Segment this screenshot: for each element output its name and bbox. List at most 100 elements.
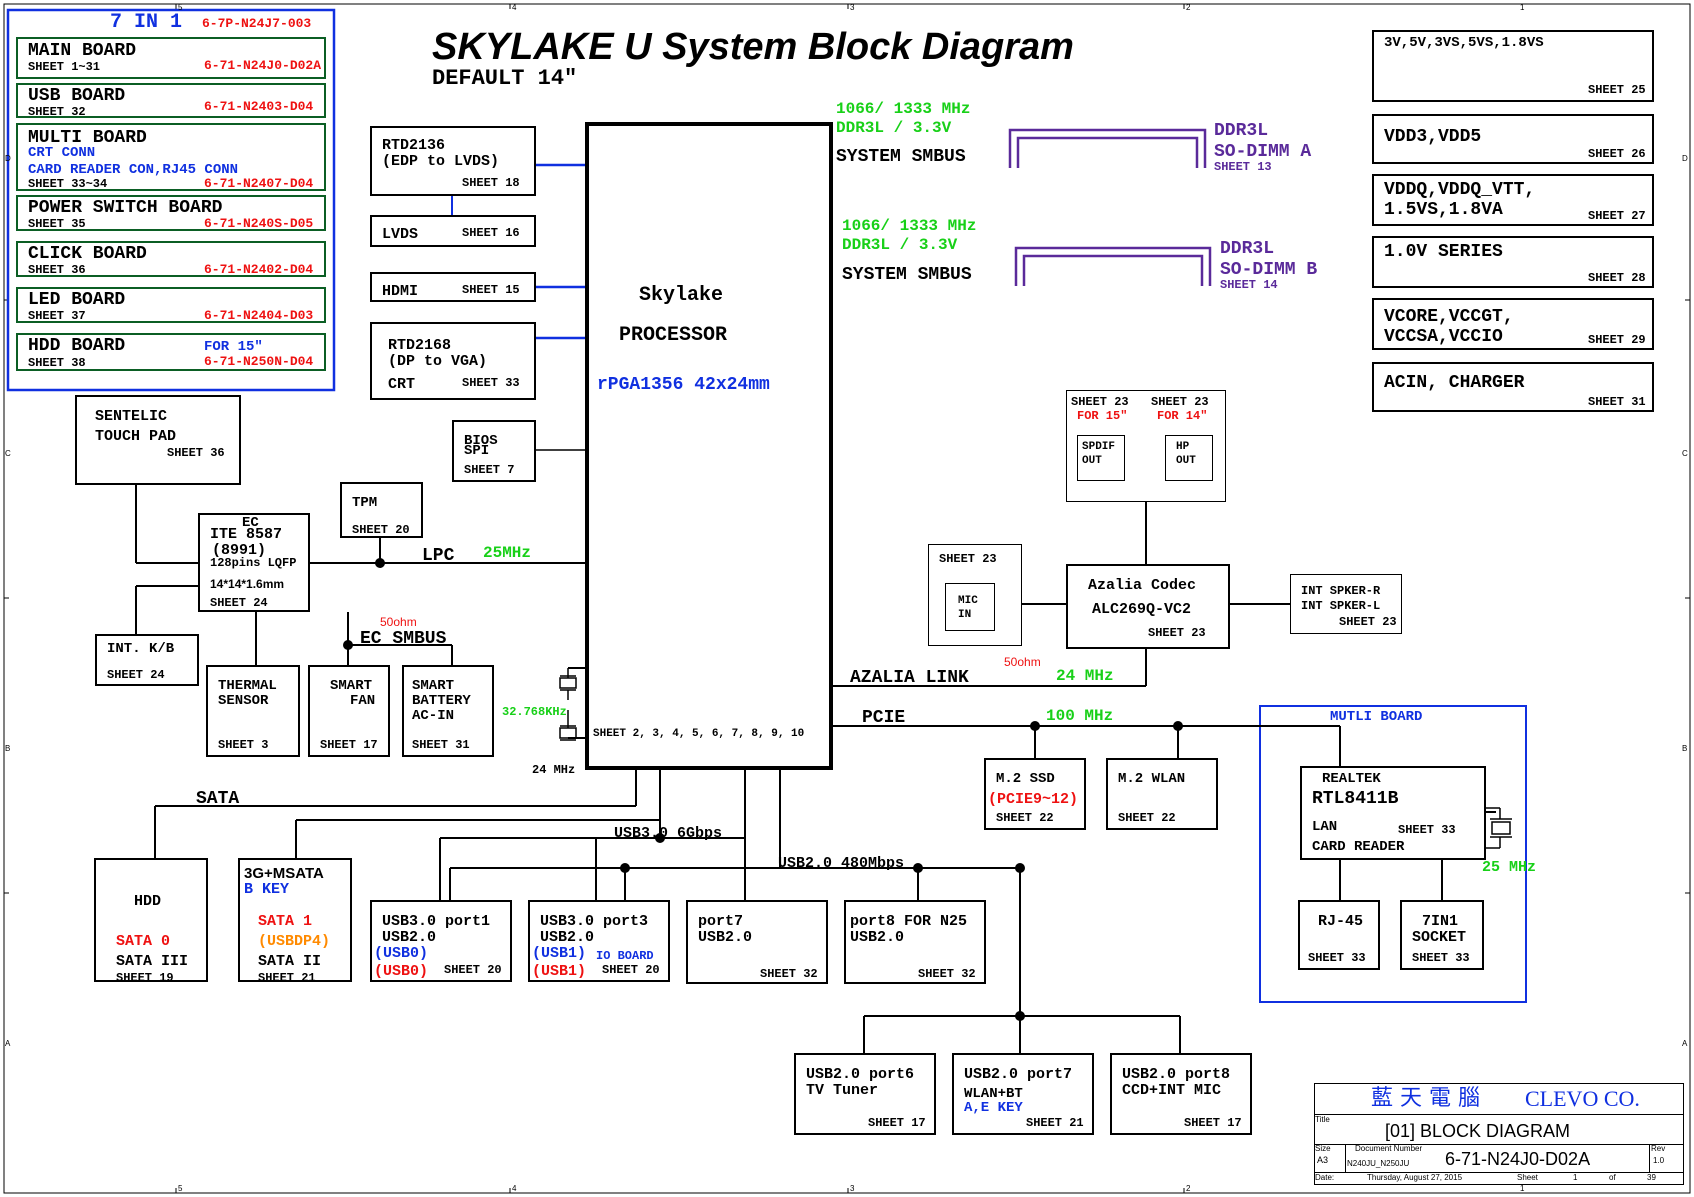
sheet-ref: SHEET 18 [462, 176, 520, 190]
company-name-cn: 藍 天 電 腦 [1371, 1086, 1480, 1111]
bios-block: BIOS SPI SHEET 7 [452, 420, 536, 482]
zone-label: B [1682, 744, 1688, 753]
usb-port6-block: USB2.0 port6 TV Tuner SHEET 17 [794, 1053, 936, 1135]
ddr-a-smbus: SYSTEM SMBUS [836, 147, 966, 167]
touchpad-label: TOUCH PAD [95, 428, 177, 445]
board-note: FOR 15" [204, 339, 263, 355]
mic-in-jack: MIC IN [945, 583, 995, 631]
revision: 1.0 [1653, 1156, 1665, 1165]
sheet-ref: SHEET 29 [1588, 333, 1646, 347]
main-crystal: 24 MHz [532, 763, 576, 777]
sheet-ref: SHEET 16 [462, 226, 520, 240]
msata-usb: (USBDP4) [258, 933, 331, 950]
board-part: 6-71-N2402-D04 [204, 262, 314, 277]
ddr-a-type: DDR3L [1214, 121, 1269, 141]
power-label-2: 1.5VS,1.8VA [1384, 200, 1503, 220]
sheet-total: 39 [1647, 1173, 1656, 1182]
sheet-ref: SHEET 23 [939, 552, 997, 566]
multi-board-title: MUTLI BOARD [1330, 709, 1423, 725]
title-block: 藍 天 電 腦 CLEVO CO. Title [01] BLOCK DIAGR… [1314, 1083, 1684, 1185]
multi-board-frame [1259, 705, 1527, 1003]
usb2-bus-label: USB2.0 480Mbps [778, 855, 905, 872]
sheet-ref: SHEET 24 [107, 668, 165, 682]
power-label-2: VCCSA,VCCIO [1384, 327, 1503, 347]
io-board-note: IO BOARD [596, 949, 654, 963]
sheet-ref: SHEET 20 [444, 963, 502, 977]
ec-size: 14*14*1.6mm [210, 577, 285, 591]
tpm-label: TPM [352, 495, 378, 511]
board-sheet: SHEET 36 [28, 263, 86, 277]
sheet-ref: SHEET 36 [167, 446, 225, 460]
zone-label: 1 [1520, 1184, 1525, 1193]
crt-label: CRT [388, 376, 416, 393]
lvds-label: LVDS [382, 226, 419, 243]
board-line1: CRT CONN [28, 145, 96, 161]
usb-port7-wlan-block: USB2.0 port7 WLAN+BT A,E KEY SHEET 21 [952, 1053, 1094, 1135]
touchpad-block: SENTELIC TOUCH PAD SHEET 36 [75, 395, 241, 485]
power-vdd3: VDD3,VDD5 SHEET 26 [1372, 114, 1654, 164]
thermal-sensor-block: THERMAL SENSOR SHEET 3 [206, 665, 300, 757]
fan-label: SMART [330, 678, 373, 694]
port3-usb1-alt: (USB1) [532, 963, 587, 980]
rtd2136-block: RTD2136 (EDP to LVDS) SHEET 18 [370, 126, 536, 196]
rev-label: Rev [1651, 1144, 1666, 1153]
sheet-ref: SHEET 22 [1118, 811, 1176, 825]
tpm-block: TPM SHEET 20 [340, 482, 423, 538]
zone-label: 3 [850, 1184, 855, 1193]
port8-ccd-label: USB2.0 port8 [1122, 1066, 1231, 1083]
sheet-ref: SHEET 33 [1308, 951, 1366, 965]
power-vcore: VCORE,VCCGT, VCCSA,VCCIO SHEET 29 [1372, 298, 1654, 350]
sheet-ref: SHEET 31 [1588, 395, 1646, 409]
board-led: LED BOARD SHEET 37 6-71-N2404-D03 [16, 287, 326, 323]
wlan-bt-label: WLAN+BT [964, 1086, 1023, 1102]
ec-block: EC ITE 8587 (8991) 128pins LQFP 14*14*1.… [198, 513, 310, 612]
ssd-label: M.2 SSD [996, 771, 1055, 787]
hdd-sata-type: SATA III [116, 953, 189, 970]
document-number: 6-71-N24J0-D02A [1445, 1149, 1591, 1169]
mic-jack-block: SHEET 23 MIC IN [928, 544, 1022, 646]
ddr-b-freq: 1066/ 1333 MHz [842, 217, 977, 235]
board-multi: MULTI BOARD CRT CONN CARD READER CON,RJ4… [16, 123, 326, 191]
spdif-note: FOR 15" [1077, 409, 1128, 423]
rtd2168-label: RTD2168 [388, 337, 452, 354]
zone-label: 5 [178, 1184, 183, 1193]
lan-crystal: 25 MHz [1482, 859, 1537, 876]
rtc-crystal: 32.768KHz [502, 705, 567, 719]
ec-package: 128pins LQFP [210, 556, 297, 570]
card-reader-label: CARD READER [1312, 839, 1405, 855]
power-label: VDD3,VDD5 [1384, 127, 1482, 147]
codec-chip: ALC269Q-VC2 [1092, 601, 1192, 618]
board-name: MAIN BOARD [28, 41, 137, 61]
lpc-bus-label: LPC [422, 546, 455, 566]
battery-label-2: BATTERY [412, 693, 471, 709]
socket-label-2: SOCKET [1412, 929, 1467, 946]
hdd-block: HDD SATA 0 SATA III SHEET 19 [94, 858, 208, 984]
sheet-ref: SHEET 13 [1214, 160, 1272, 174]
zone-label: 2 [1186, 1184, 1191, 1193]
zone-label: C [1682, 449, 1688, 458]
board-part: 6-71-N2404-D03 [204, 308, 314, 323]
sheet-ref: SHEET 22 [996, 811, 1054, 825]
board-list-part: 6-7P-N24J7-003 [202, 16, 312, 31]
board-part: 6-71-N2403-D04 [204, 99, 314, 114]
usb-port7-block: port7 USB2.0 SHEET 32 [686, 900, 828, 984]
sheet-ref: SHEET 15 [462, 283, 520, 297]
m2-wlan-block: M.2 WLAN SHEET 22 [1106, 758, 1218, 830]
power-label: 3V,5V,3VS,5VS,1.8VS [1384, 35, 1544, 51]
board-sheet: SHEET 37 [28, 309, 86, 323]
port3-usb1: (USB1) [532, 945, 587, 962]
sheet-ref: SHEET 20 [352, 523, 410, 537]
hdmi-label: HDMI [382, 283, 419, 300]
board-click: CLICK BOARD SHEET 36 6-71-N2402-D04 [16, 241, 326, 277]
smbus-impedance: 50ohm [380, 615, 417, 629]
zone-label: A [5, 1039, 11, 1048]
zone-label: B [5, 744, 11, 753]
speaker-right: INT SPKER-R [1301, 584, 1381, 598]
of-label: of [1609, 1173, 1616, 1182]
port1-usb0-alt: (USB0) [374, 963, 429, 980]
wlan-label: M.2 WLAN [1118, 771, 1186, 787]
board-part: 6-71-N240S-D05 [204, 216, 314, 231]
sheet-label: Sheet [1517, 1173, 1538, 1182]
sheet-ref: SHEET 17 [1184, 1116, 1242, 1130]
